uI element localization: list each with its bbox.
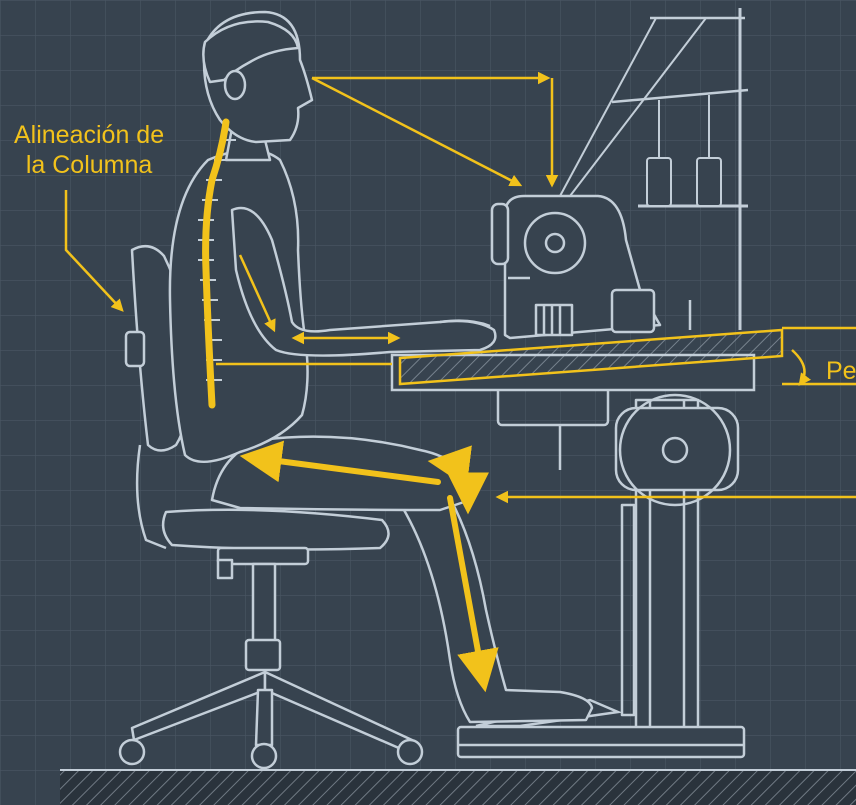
floor <box>60 770 856 805</box>
table-tilt-label: Pe <box>826 356 856 386</box>
spine-label-line-2: la Columna <box>14 150 164 180</box>
spine-alignment-label: Alineación de la Columna <box>14 120 164 180</box>
spine-label-line-1: Alineación de <box>14 120 164 150</box>
